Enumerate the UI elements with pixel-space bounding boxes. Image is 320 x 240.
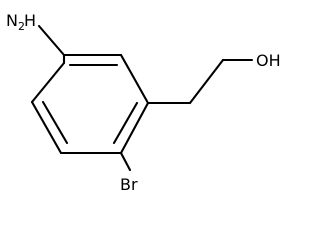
double-bond-inner-left: [41, 100, 69, 145]
ring-bond-top-left: [30, 61, 66, 104]
bond-ch2-to-ch2: [188, 58, 225, 105]
double-bond-inner-right: [112, 101, 139, 145]
bond-to-amine: [37, 24, 66, 57]
ring-bond-right: [119, 53, 150, 105]
ring-bond-bottom-right: [119, 101, 150, 155]
bromine-label: Br: [120, 175, 138, 194]
structure-canvas: N 2 H Br OH: [6, 11, 281, 194]
molecule-drawing: N 2 H Br OH: [6, 11, 281, 194]
amine-h-label: H: [24, 11, 36, 30]
amine-label: N: [6, 11, 18, 30]
bond-to-bromine: [119, 151, 132, 172]
ring-bond-left: [30, 100, 63, 155]
hydroxyl-label: OH: [256, 51, 281, 70]
amine-hydrogen-count: 2: [18, 20, 25, 33]
